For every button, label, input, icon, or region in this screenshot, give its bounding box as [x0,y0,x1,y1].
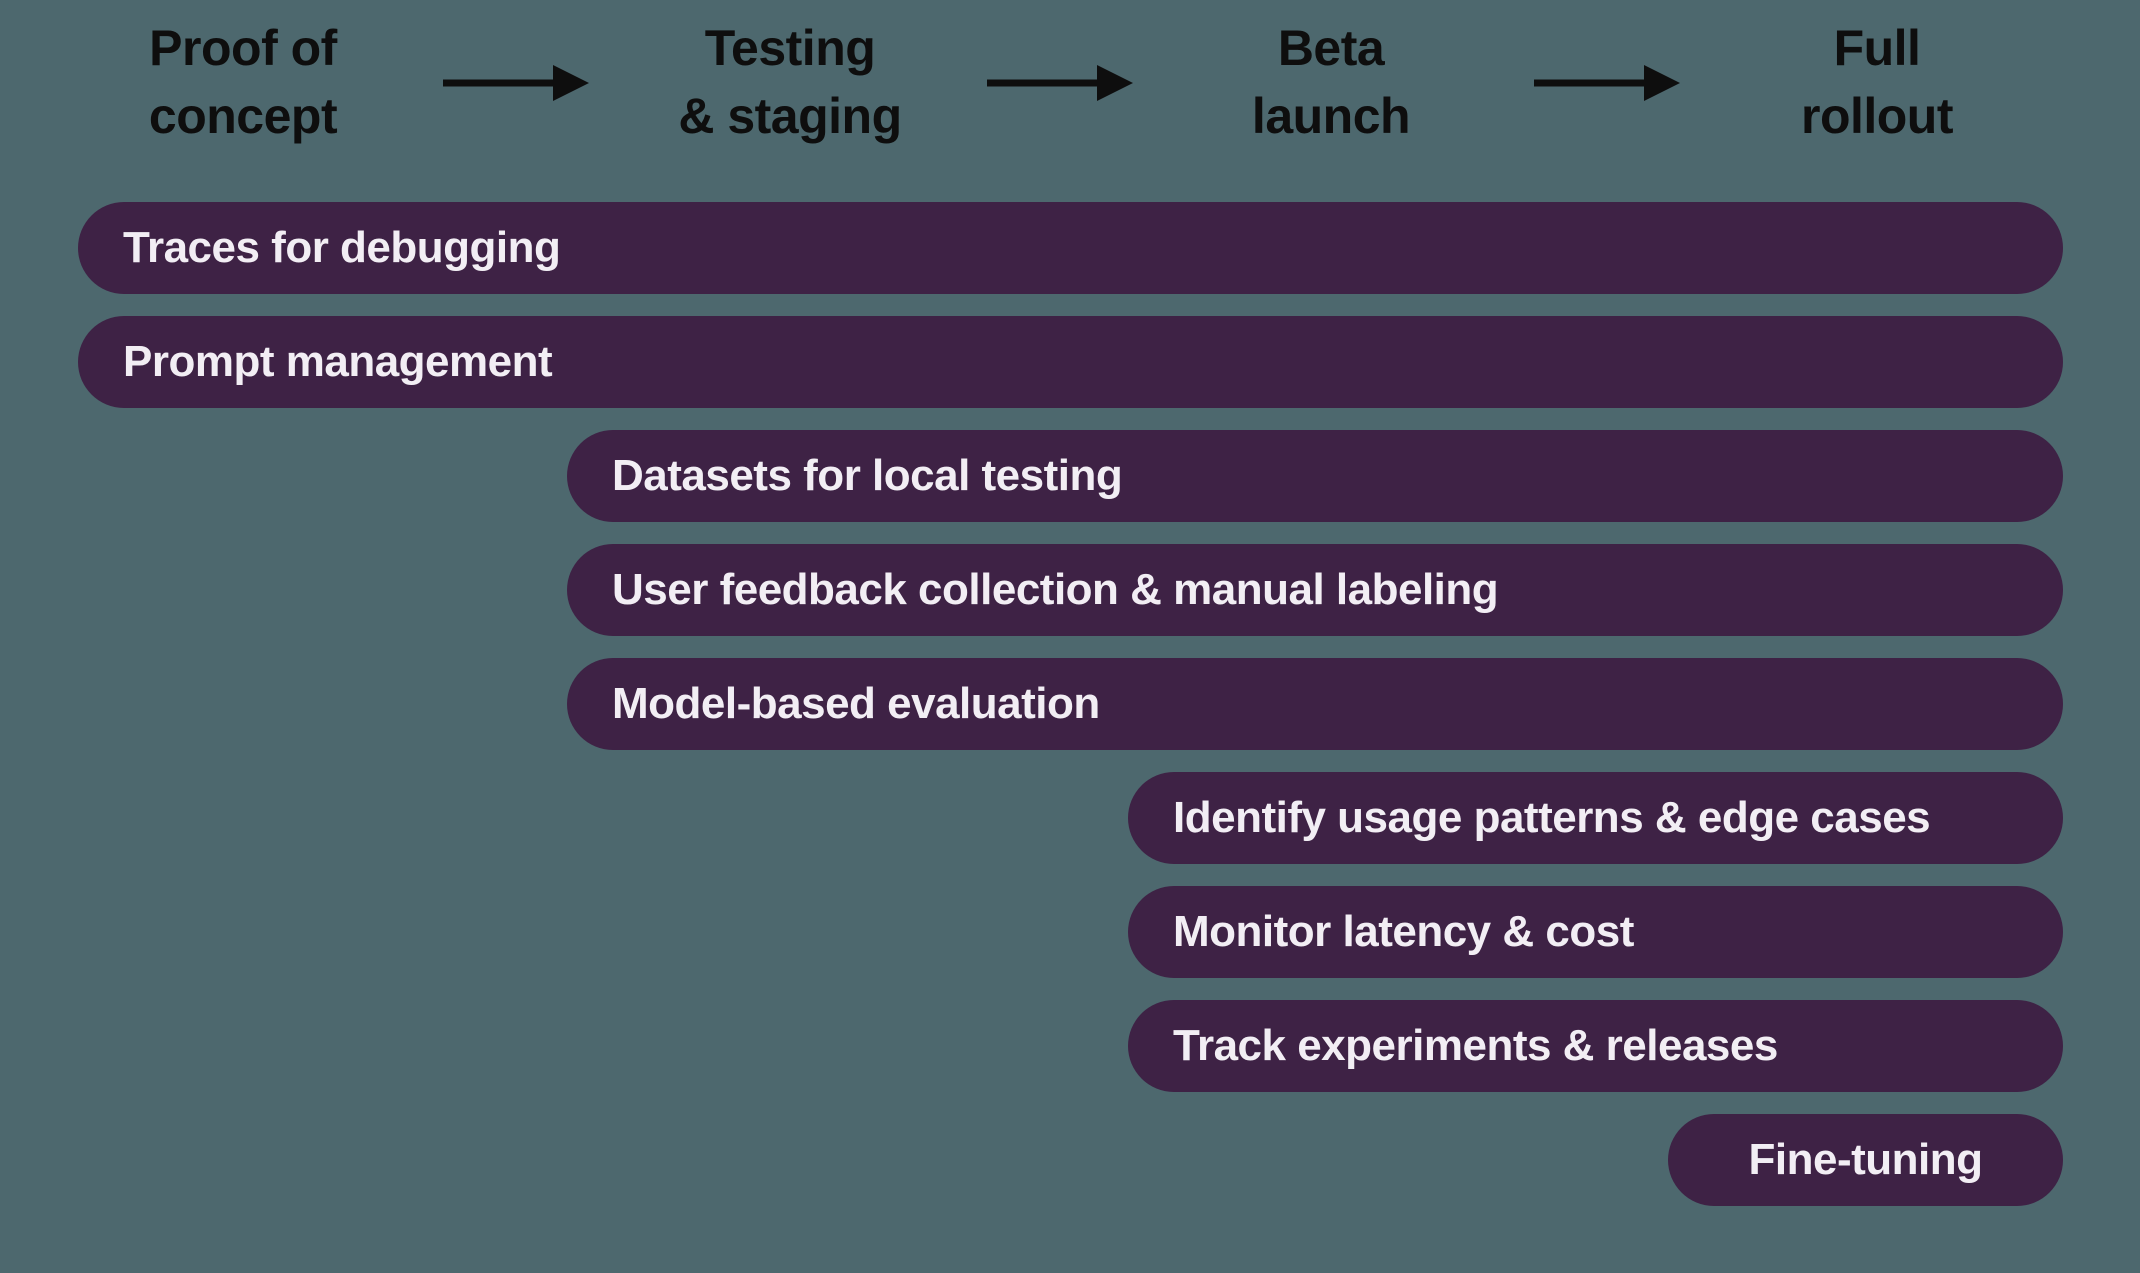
phase-label-line: launch [1251,88,1411,144]
bar-prompt-management: Prompt management [78,316,2063,408]
bar-label: Track experiments & releases [1173,1021,1778,1070]
phase-label-line: concept [148,88,338,144]
bar-label: Datasets for local testing [612,451,1123,500]
bar-label: User feedback collection & manual labeli… [612,565,1499,614]
bar-track-experiments-releases: Track experiments & releases [1128,1000,2063,1092]
bar-datasets-for-local-testing: Datasets for local testing [567,430,2063,522]
bar-user-feedback-collection: User feedback collection & manual labeli… [567,544,2063,636]
arrow-right-icon [987,65,1133,101]
phase-label-line: Full [1833,20,1921,76]
bar-model-based-evaluation: Model-based evaluation [567,658,2063,750]
bar-label: Model-based evaluation [612,679,1100,728]
bar-label: Fine-tuning [1748,1135,1984,1184]
phase-header-testing-staging: Testing & staging [570,14,1010,150]
phase-header-beta-launch: Beta launch [1111,14,1551,150]
bar-label: Prompt management [123,337,553,386]
arrow-right-icon [443,65,589,101]
bar-label: Monitor latency & cost [1173,907,1634,956]
phase-label-line: Proof of [149,20,337,76]
arrow-right-icon [1534,65,1680,101]
bar-identify-usage-patterns: Identify usage patterns & edge cases [1128,772,2063,864]
phase-header-proof-of-concept: Proof of concept [23,14,463,150]
bar-fine-tuning: Fine-tuning [1668,1114,2063,1206]
phase-label-line: rollout [1800,88,1954,144]
bar-label: Traces for debugging [123,223,561,272]
bar-monitor-latency-cost: Monitor latency & cost [1128,886,2063,978]
phase-label-line: Testing [704,20,876,76]
bar-label: Identify usage patterns & edge cases [1173,793,1931,842]
phase-header-full-rollout: Full rollout [1657,14,2097,150]
phase-label-line: Beta [1277,20,1385,76]
bar-traces-for-debugging: Traces for debugging [78,202,2063,294]
phase-label-line: & staging [678,88,902,144]
